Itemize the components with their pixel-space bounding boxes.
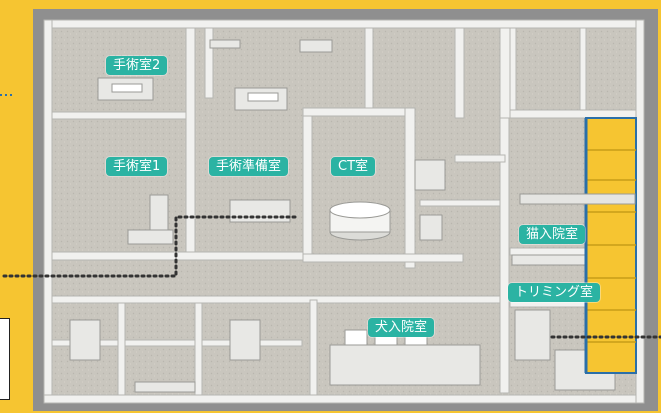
duct bbox=[519, 193, 636, 205]
cropped-callout-box bbox=[0, 318, 10, 400]
label-trimming-room: トリミング室 bbox=[508, 283, 601, 302]
leader-lines bbox=[2, 215, 661, 339]
label-cat-ward: 猫入院室 bbox=[519, 225, 586, 244]
leader-line-left bbox=[2, 215, 298, 278]
label-dog-ward: 犬入院室 bbox=[368, 318, 435, 337]
label-surgery-room-1: 手術室1 bbox=[106, 157, 168, 176]
walls bbox=[43, 19, 645, 404]
label-prep-room: 手術準備室 bbox=[209, 157, 289, 176]
ct-scanner bbox=[329, 201, 391, 241]
label-ct-room: CT室 bbox=[331, 157, 376, 176]
cat-cages bbox=[584, 117, 637, 374]
label-surgery-room-2: 手術室2 bbox=[106, 56, 168, 75]
